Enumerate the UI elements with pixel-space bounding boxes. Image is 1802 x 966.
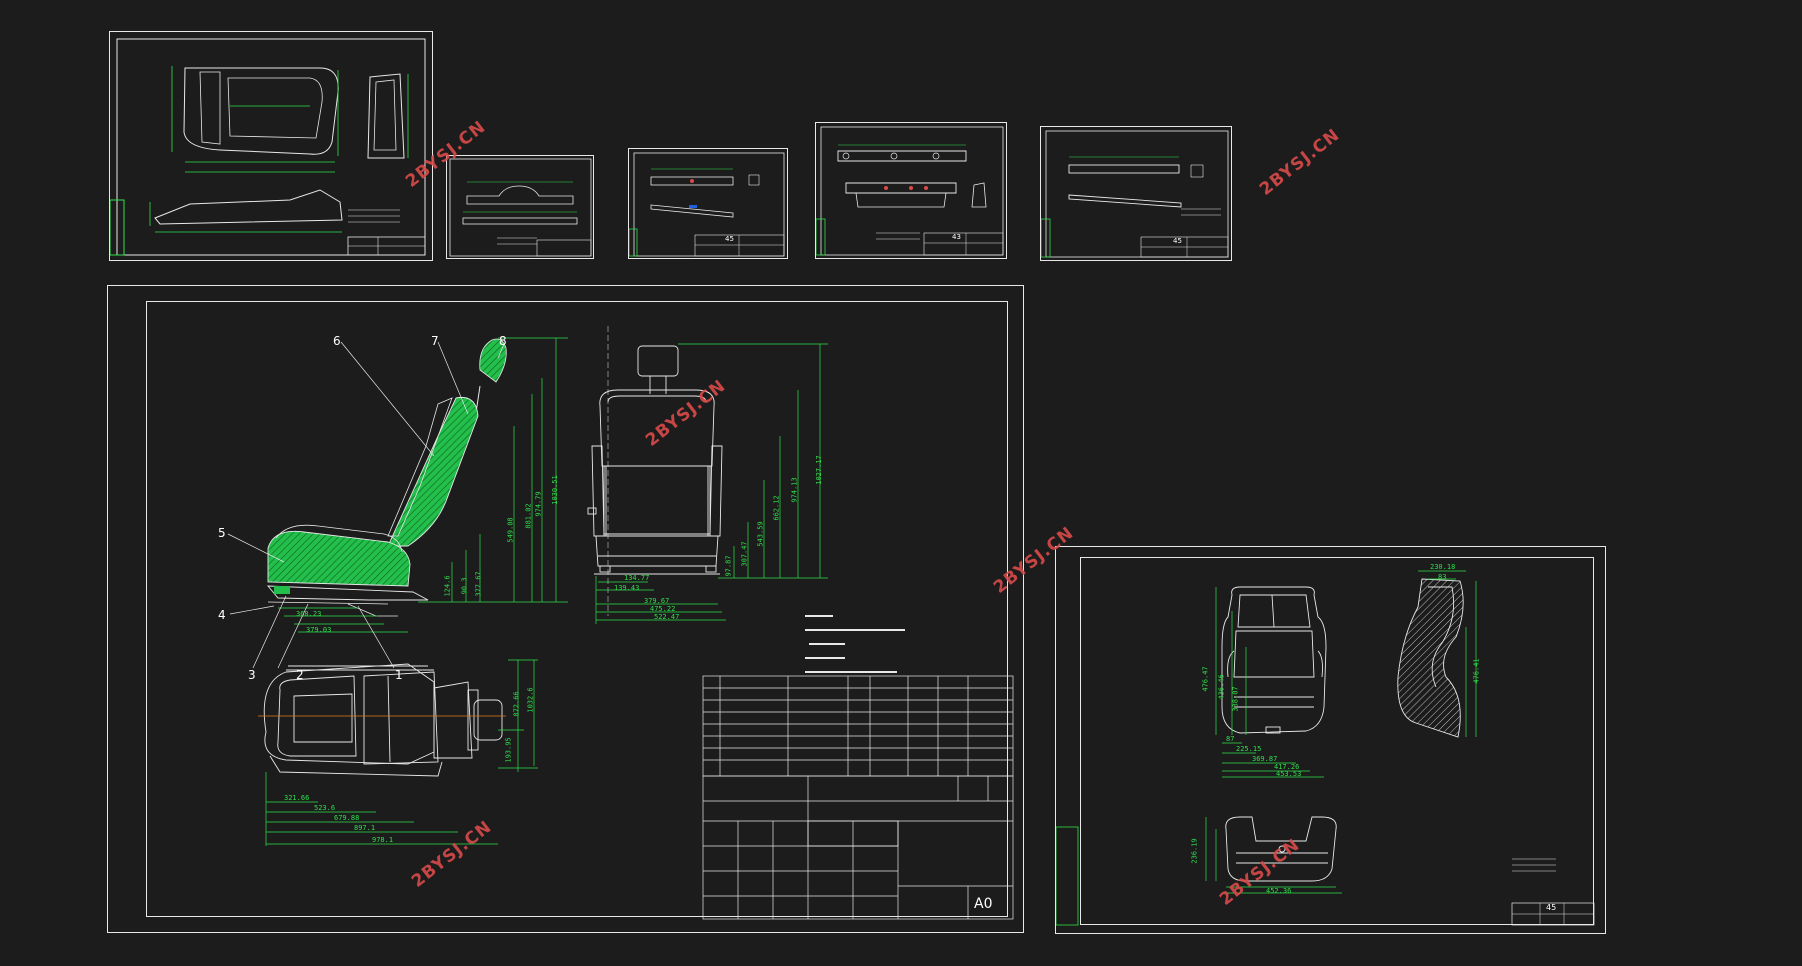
dimension-top-6: 1032.6 bbox=[526, 687, 535, 713]
technical-notes bbox=[805, 615, 905, 673]
watermark-2: 2BYSJ.CN bbox=[1256, 124, 1344, 200]
dimension-front-6: 97.87 bbox=[724, 555, 733, 577]
main-sheet-drawing bbox=[227, 326, 1014, 920]
main-assembly-sheet[interactable]: 6 7 8 5 4 3 2 1 1030.51 974.79 881.02 54… bbox=[107, 285, 1024, 933]
detail-dimension-9: 230.18 bbox=[1430, 563, 1456, 571]
detail-dimension-7: 417.26 bbox=[1274, 763, 1300, 771]
sheet-size-code: A0 bbox=[974, 896, 993, 912]
seat-detail-sheet[interactable]: 45 476.47 436.46 338.07 87 225.15 369.87… bbox=[1055, 546, 1606, 934]
thumbnail-sheet-5-drawing bbox=[1041, 130, 1229, 258]
detail-dimension-13: 452.36 bbox=[1266, 887, 1292, 895]
detail-dimension-4: 87 bbox=[1226, 735, 1235, 743]
dimension-front-7: 134.77 bbox=[624, 574, 650, 582]
dimension-front-5: 307.47 bbox=[740, 541, 749, 567]
thumbnail-sheet-2[interactable] bbox=[446, 155, 594, 259]
dimension-side-6: 90.3 bbox=[460, 577, 469, 595]
dimension-top-7: 872.66 bbox=[512, 691, 521, 717]
main-sheet-inner-border bbox=[146, 301, 1008, 917]
dimension-top-4: 897.1 bbox=[354, 824, 376, 832]
detail-dimension-11: 476.41 bbox=[1472, 658, 1481, 684]
detail-dimension-2: 436.46 bbox=[1217, 674, 1226, 700]
part-label-4: 4 bbox=[218, 608, 226, 622]
dimension-side-7: 124.6 bbox=[443, 575, 452, 597]
detail-dimension-1: 476.47 bbox=[1201, 666, 1210, 692]
dimension-side-1: 1030.51 bbox=[550, 475, 559, 505]
dimension-top-8: 193.95 bbox=[504, 737, 513, 763]
part-label-2: 2 bbox=[296, 668, 304, 682]
dimension-front-2: 974.13 bbox=[790, 477, 799, 503]
dimension-side-2: 974.79 bbox=[534, 491, 543, 517]
part-label-6: 6 bbox=[333, 334, 341, 348]
part-label-1: 1 bbox=[395, 668, 403, 682]
dimension-front-10: 475.22 bbox=[650, 605, 676, 613]
detail-dimension-12: 236.19 bbox=[1190, 838, 1199, 864]
thumbnail-sheet-2-drawing bbox=[449, 158, 592, 257]
dimension-side-3: 881.02 bbox=[524, 503, 533, 529]
thumbnail-sheet-4-number: 43 bbox=[952, 233, 961, 241]
thumbnail-sheet-5-number: 45 bbox=[1173, 237, 1182, 245]
seat-detail-sheet-number: 45 bbox=[1546, 903, 1557, 912]
part-label-8: 8 bbox=[499, 334, 507, 348]
dimension-top-3: 679.88 bbox=[334, 814, 360, 822]
dimension-front-1: 1027.17 bbox=[814, 455, 823, 485]
thumbnail-sheet-3[interactable]: 45 bbox=[628, 148, 788, 259]
dimension-front-11: 522.47 bbox=[654, 613, 680, 621]
detail-dimension-3: 338.07 bbox=[1231, 686, 1240, 712]
detail-dimension-8: 453.53 bbox=[1276, 770, 1302, 778]
dimension-front-9: 379.67 bbox=[644, 597, 670, 605]
dimension-front-8: 139.43 bbox=[614, 584, 640, 592]
dimension-front-3: 662.12 bbox=[772, 495, 781, 521]
detail-dimension-10: 83 bbox=[1438, 573, 1447, 581]
thumbnail-sheet-3-number: 45 bbox=[725, 235, 734, 243]
thumbnail-sheet-1[interactable] bbox=[109, 31, 433, 261]
dimension-top-5: 978.1 bbox=[372, 836, 394, 844]
dimension-side-4: 549.08 bbox=[506, 517, 515, 543]
detail-dimension-5: 225.15 bbox=[1236, 745, 1262, 753]
part-label-5: 5 bbox=[218, 526, 226, 540]
dimension-side-9: 379.03 bbox=[306, 626, 332, 634]
part-label-7: 7 bbox=[431, 334, 439, 348]
thumbnail-sheet-4[interactable]: 43 bbox=[815, 122, 1007, 259]
dimension-top-2: 523.6 bbox=[314, 804, 336, 812]
thumbnail-sheet-1-drawing bbox=[110, 38, 426, 256]
thumbnail-sheet-5[interactable]: 45 bbox=[1040, 126, 1232, 261]
part-label-3: 3 bbox=[248, 668, 256, 682]
dimension-side-5: 377.67 bbox=[474, 571, 483, 597]
thumbnail-sheet-4-drawing bbox=[816, 126, 1004, 256]
seat-detail-sheet-inner-border bbox=[1080, 557, 1594, 925]
dimension-front-4: 543.59 bbox=[756, 521, 765, 547]
dimension-top-1: 321.66 bbox=[284, 794, 310, 802]
thumbnail-sheet-3-drawing bbox=[629, 152, 785, 257]
seat-detail-sheet-drawing bbox=[1056, 570, 1595, 926]
detail-dimension-6: 369.87 bbox=[1252, 755, 1278, 763]
dimension-side-8: 368.23 bbox=[296, 610, 322, 618]
